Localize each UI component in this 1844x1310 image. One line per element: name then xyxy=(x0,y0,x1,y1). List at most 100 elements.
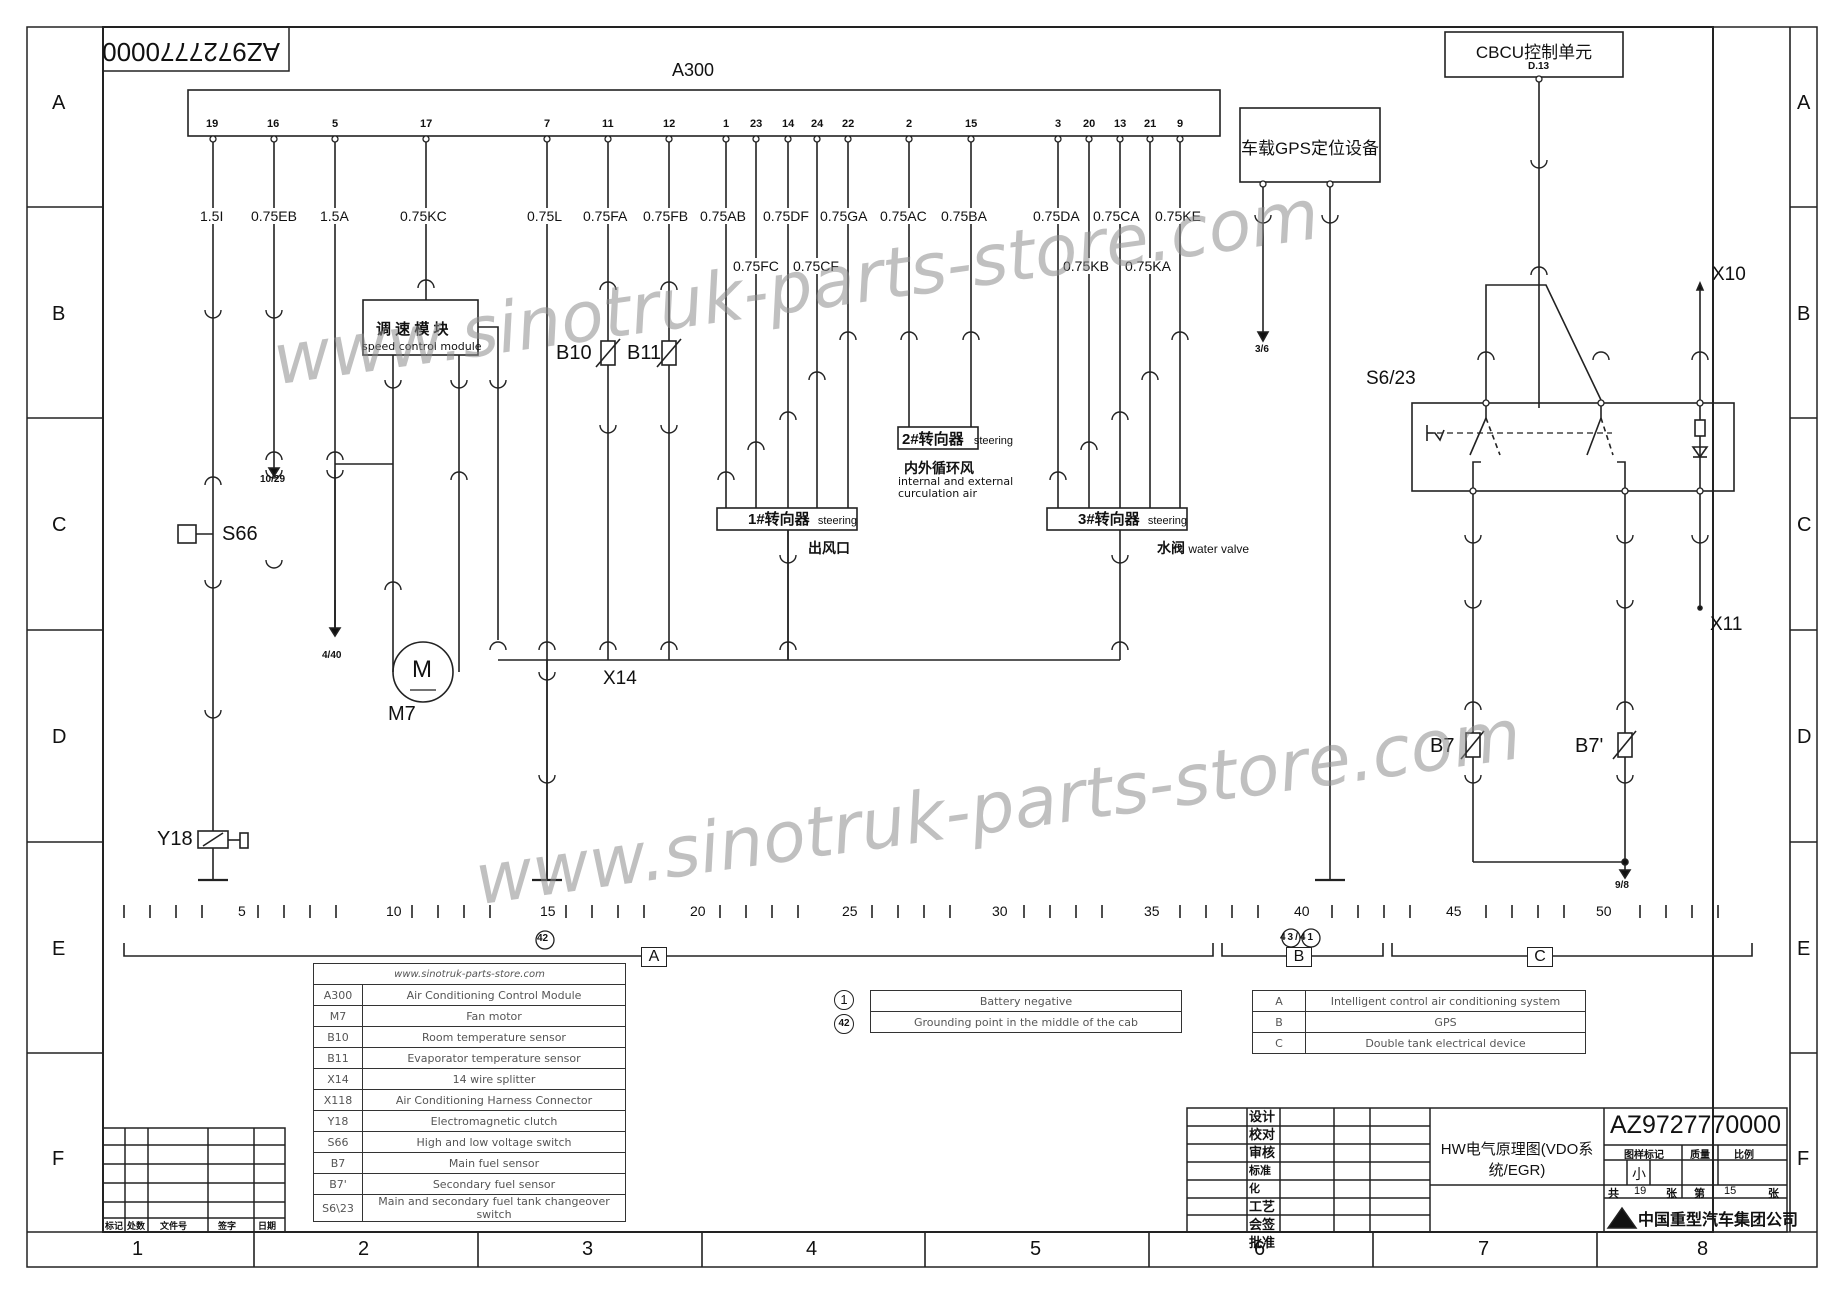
scale-header: 图样标记 xyxy=(1624,1150,1664,1161)
code-cell: X118 xyxy=(313,1089,363,1111)
circulation-en-2: curculation air xyxy=(898,487,978,500)
pin-label: 13 xyxy=(1114,118,1127,130)
code-cell: X14 xyxy=(313,1068,363,1090)
desc-cell: Main and secondary fuel tank changeover … xyxy=(362,1194,626,1222)
ref-9-8: 9/8 xyxy=(1615,880,1629,891)
sheet-unit: 张 xyxy=(1666,1188,1677,1200)
steering-3-en: steering xyxy=(1147,515,1187,527)
circulation-en-1: internal and external xyxy=(898,475,1014,488)
wire-label: 0.75AC xyxy=(880,208,927,224)
outlet-cn: 出风口 xyxy=(808,540,850,556)
pin-label: 16 xyxy=(267,118,280,130)
sign-row: 会签 xyxy=(1249,1217,1276,1232)
title-block xyxy=(102,1107,1788,1233)
x11-label: X11 xyxy=(1710,614,1743,635)
desc-cell: Intelligent control air conditioning sys… xyxy=(1305,990,1586,1012)
pin-label: 1 xyxy=(723,118,730,130)
ruler-tick-label: 30 xyxy=(992,903,1008,919)
column-label: 7 xyxy=(1478,1238,1490,1260)
code-cell: B10 xyxy=(313,1026,363,1048)
wire-label: 1.5A xyxy=(320,208,349,224)
desc-cell: Air Conditioning Harness Connector xyxy=(362,1089,626,1111)
code-cell: B7 xyxy=(313,1152,363,1174)
steering-3-box xyxy=(1046,507,1188,531)
desc-cell: Grounding point in the middle of the cab xyxy=(870,1011,1182,1033)
steering-3-label: 3#转向器 steering xyxy=(1078,508,1187,529)
cbcu-box xyxy=(1444,31,1624,78)
ground-symbol-42: 42 xyxy=(834,1014,854,1034)
ruler-tick-label: 20 xyxy=(690,903,706,919)
pin-label: 22 xyxy=(842,118,855,130)
sheet-index-label: 第 xyxy=(1694,1188,1705,1200)
row-label: A xyxy=(1797,92,1811,114)
sheet-total-label: 共 xyxy=(1608,1188,1619,1200)
ruler-tick-label: 5 xyxy=(238,903,246,919)
wire-label: 1.5I xyxy=(200,208,224,224)
desc-cell: Room temperature sensor xyxy=(362,1026,626,1048)
cbcu-label: CBCU控制单元 xyxy=(1475,43,1593,62)
wire-label: 0.75FA xyxy=(583,208,628,224)
ruler-tick-label: 45 xyxy=(1446,903,1462,919)
desc-cell: Evaporator temperature sensor xyxy=(362,1047,626,1069)
pin-label: 23 xyxy=(750,118,763,130)
ruler-tick-label: 10 xyxy=(386,903,402,919)
row-label: E xyxy=(1797,938,1811,960)
ground-point-42: 42 xyxy=(537,933,549,944)
b7p-label: B7' xyxy=(1575,735,1604,757)
ref-10-29: 10/29 xyxy=(260,474,286,485)
b11-label: B11 xyxy=(627,342,662,364)
steering-1-cn: 1#转向器 xyxy=(748,511,810,528)
code-cell: A300 xyxy=(313,984,363,1006)
a300-pin-numbers: 19 16 5 17 7 11 12 1 23 14 24 22 2 15 3 … xyxy=(0,118,1844,132)
group-a-box: A xyxy=(641,947,667,967)
desc-cell: 14 wire splitter xyxy=(362,1068,626,1090)
scale-header: 质量 xyxy=(1690,1150,1710,1161)
sign-row: 设计 xyxy=(1249,1109,1276,1124)
pin-label: 24 xyxy=(811,118,824,130)
gps-device-box xyxy=(1239,107,1381,183)
sign-row: 标准化 xyxy=(1249,1165,1271,1195)
pin-label: 7 xyxy=(544,118,551,130)
wire-label: 0.75KA xyxy=(1125,258,1171,274)
wire-label: 0.75BA xyxy=(941,208,987,224)
cbcu-pin-label: D.13 xyxy=(1528,61,1550,72)
water-valve-en: water valve xyxy=(1188,542,1250,556)
wire-label: 0.75DA xyxy=(1033,208,1080,224)
pin-label: 11 xyxy=(602,118,614,130)
row-label: F xyxy=(1797,1148,1810,1170)
row-label: F xyxy=(52,1148,65,1170)
gps-device-label: 车载GPS定位设备 xyxy=(1241,139,1379,158)
column-label: 2 xyxy=(358,1238,370,1260)
a300-label: A300 xyxy=(672,60,715,80)
rev-header: 处数 xyxy=(127,1221,146,1231)
desc-cell: High and low voltage switch xyxy=(362,1131,626,1153)
s623-changeover-switch-box xyxy=(1411,402,1735,492)
pin-label: 21 xyxy=(1144,118,1157,130)
code-cell: A xyxy=(1252,990,1306,1012)
wire-label: 0.75CF xyxy=(793,258,839,274)
sign-off-column: 设计 校对 审核 标准化 工艺 会签 批准 xyxy=(1249,1108,1281,1252)
row-label: B xyxy=(1797,303,1811,325)
code-cell: Y18 xyxy=(313,1110,363,1132)
row-label: D xyxy=(52,726,67,748)
speed-control-module-cn: 调 速 模 块 xyxy=(376,321,449,338)
company-name: 中国重型汽车集团公司 xyxy=(1638,1212,1799,1229)
row-label: D xyxy=(1797,726,1812,748)
sign-row: 校对 xyxy=(1249,1127,1276,1142)
wire-label: 0.75FB xyxy=(643,208,689,224)
pin-label: 3 xyxy=(1055,118,1062,130)
code-cell: B7' xyxy=(313,1173,363,1195)
pin-label: 20 xyxy=(1083,118,1096,130)
speed-control-module-en: speed control module xyxy=(362,340,482,353)
code-cell: B11 xyxy=(313,1047,363,1069)
wire-label: 0.75KC xyxy=(400,208,447,224)
ground-symbol-1: 1 xyxy=(834,990,854,1010)
